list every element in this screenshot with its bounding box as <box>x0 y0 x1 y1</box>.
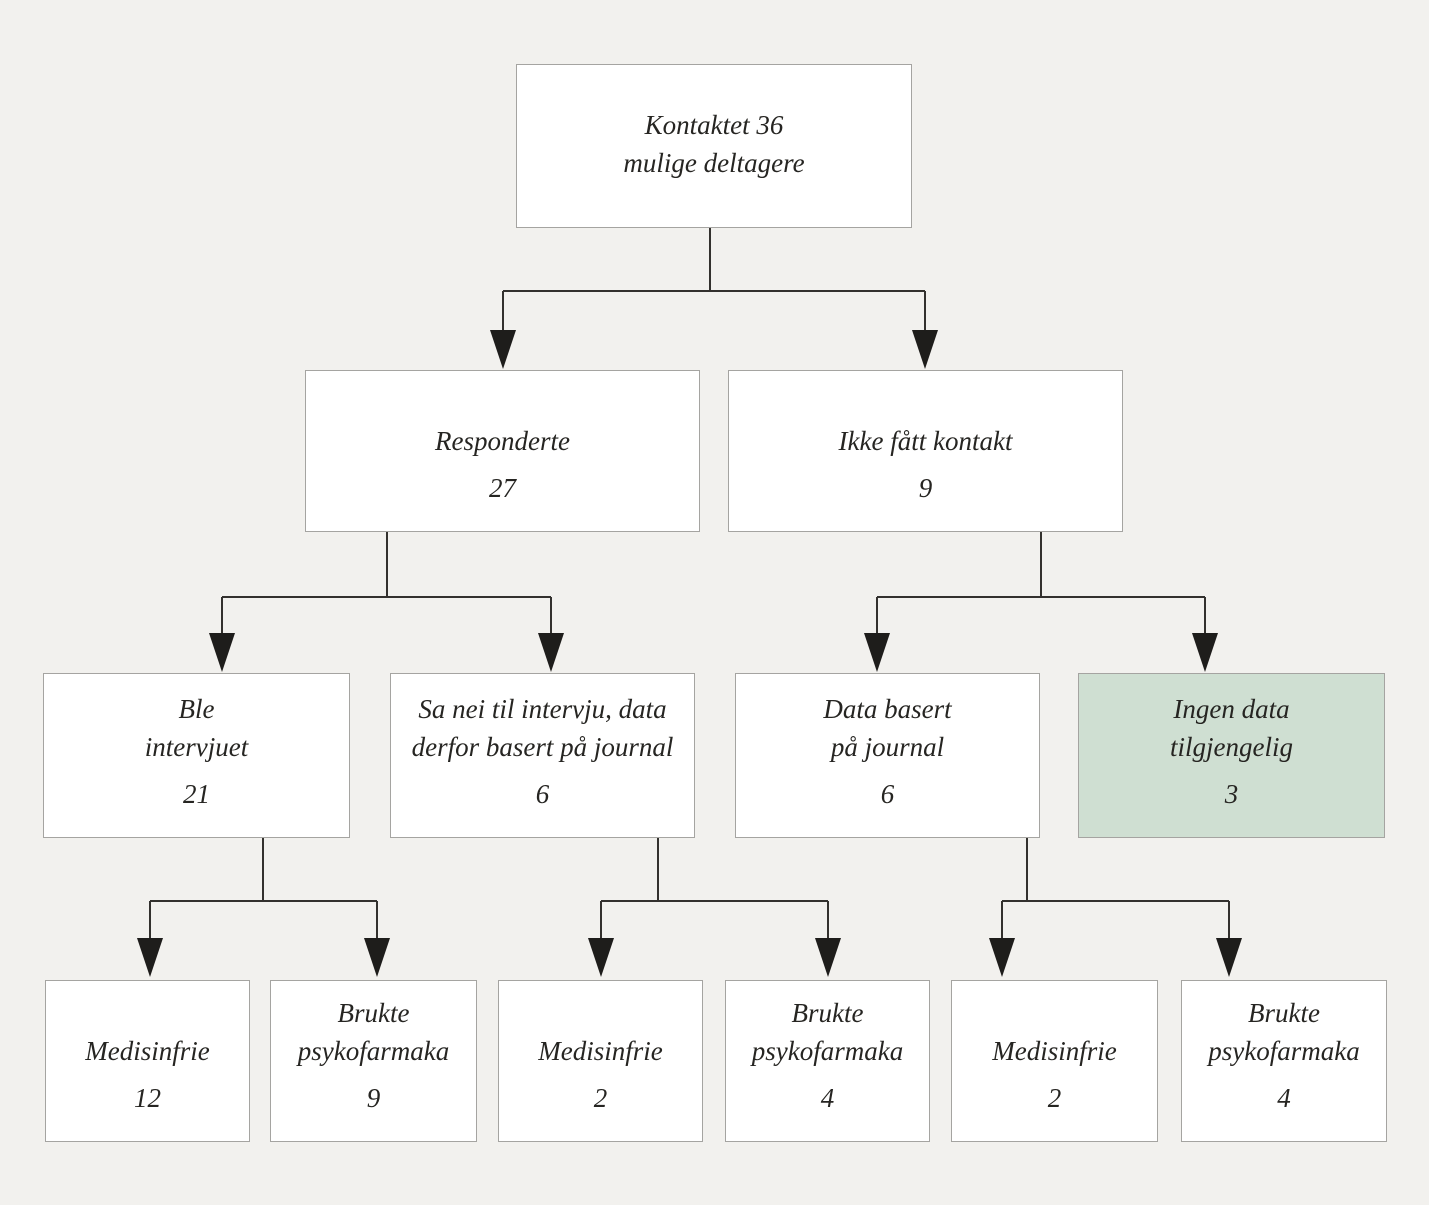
node-data-basert-pa-journal: Data basert på journal 6 <box>735 673 1040 838</box>
node-count: 9 <box>918 473 933 503</box>
node-psykofarmaka-journal: Brukte psykofarmaka 4 <box>1181 980 1387 1142</box>
node-count: 27 <box>489 473 516 503</box>
node-label: Ikke fått kontakt <box>839 422 1013 460</box>
label-line: Medisinfrie <box>85 1036 210 1066</box>
node-count: 2 <box>593 1083 608 1113</box>
label-line: Ble <box>178 694 215 724</box>
node-label: Brukte psykofarmaka <box>298 994 449 1070</box>
label-line: Brukte <box>337 998 410 1028</box>
label-line: psykofarmaka <box>751 1036 904 1066</box>
node-psykofarmaka-intervjuet: Brukte psykofarmaka 9 <box>270 980 477 1142</box>
node-label: Medisinfrie <box>992 1032 1116 1070</box>
node-count: 6 <box>880 779 895 809</box>
label-line: Ikke fått kontakt <box>838 426 1013 456</box>
node-label: Sa nei til intervju, data derfor basert … <box>412 690 674 766</box>
node-medisinfrie-journal: Medisinfrie 2 <box>951 980 1158 1142</box>
node-label: Data basert på journal <box>823 690 951 766</box>
node-label: Responderte <box>435 422 570 460</box>
node-label: Ble intervjuet <box>145 690 248 766</box>
label-line: Sa nei til intervju, data <box>418 694 667 724</box>
label-line: intervjuet <box>144 732 249 762</box>
node-label: Ingen data tilgjengelig <box>1170 690 1293 766</box>
label-line: psykofarmaka <box>1208 1036 1360 1066</box>
node-ble-intervjuet: Ble intervjuet 21 <box>43 673 350 838</box>
node-label: Medisinfrie <box>538 1032 662 1070</box>
label-line: psykofarmaka <box>297 1036 450 1066</box>
label-line: Brukte <box>1248 998 1320 1028</box>
node-kontaktet: Kontaktet 36 mulige deltagere <box>516 64 912 228</box>
label-line: Data basert <box>823 694 952 724</box>
label-line: Medisinfrie <box>538 1036 663 1066</box>
label-line: Kontaktet 36 <box>644 110 784 140</box>
label-line: Medisinfrie <box>992 1036 1117 1066</box>
node-responderte: Responderte 27 <box>305 370 700 532</box>
node-count: 9 <box>366 1083 381 1113</box>
label-line: på journal <box>830 732 945 762</box>
node-ingen-data-tilgjengelig: Ingen data tilgjengelig 3 <box>1078 673 1385 838</box>
node-label: Medisinfrie <box>85 1032 209 1070</box>
node-count: 2 <box>1047 1083 1062 1113</box>
node-ikke-fatt-kontakt: Ikke fått kontakt 9 <box>728 370 1123 532</box>
node-psykofarmaka-sa-nei: Brukte psykofarmaka 4 <box>725 980 930 1142</box>
node-medisinfrie-sa-nei: Medisinfrie 2 <box>498 980 703 1142</box>
node-count: 6 <box>535 779 550 809</box>
node-count: 3 <box>1224 779 1239 809</box>
label-line: mulige deltagere <box>623 148 805 178</box>
arrowheads <box>137 330 1242 977</box>
connector-lines <box>149 228 1230 942</box>
node-count: 21 <box>183 779 210 809</box>
node-label: Brukte psykofarmaka <box>1208 994 1359 1070</box>
label-line: tilgjengelig <box>1170 732 1293 762</box>
node-count: 4 <box>820 1083 835 1113</box>
label-line: Brukte <box>791 998 864 1028</box>
label-line: derfor basert på journal <box>411 732 674 762</box>
node-sa-nei-til-intervju: Sa nei til intervju, data derfor basert … <box>390 673 695 838</box>
node-count: 12 <box>134 1083 161 1113</box>
node-label: Kontaktet 36 mulige deltagere <box>623 106 804 182</box>
node-medisinfrie-intervjuet: Medisinfrie 12 <box>45 980 250 1142</box>
node-label: Brukte psykofarmaka <box>752 994 903 1070</box>
label-line: Responderte <box>435 426 570 456</box>
node-count: 4 <box>1277 1083 1291 1113</box>
label-line: Ingen data <box>1173 694 1290 724</box>
